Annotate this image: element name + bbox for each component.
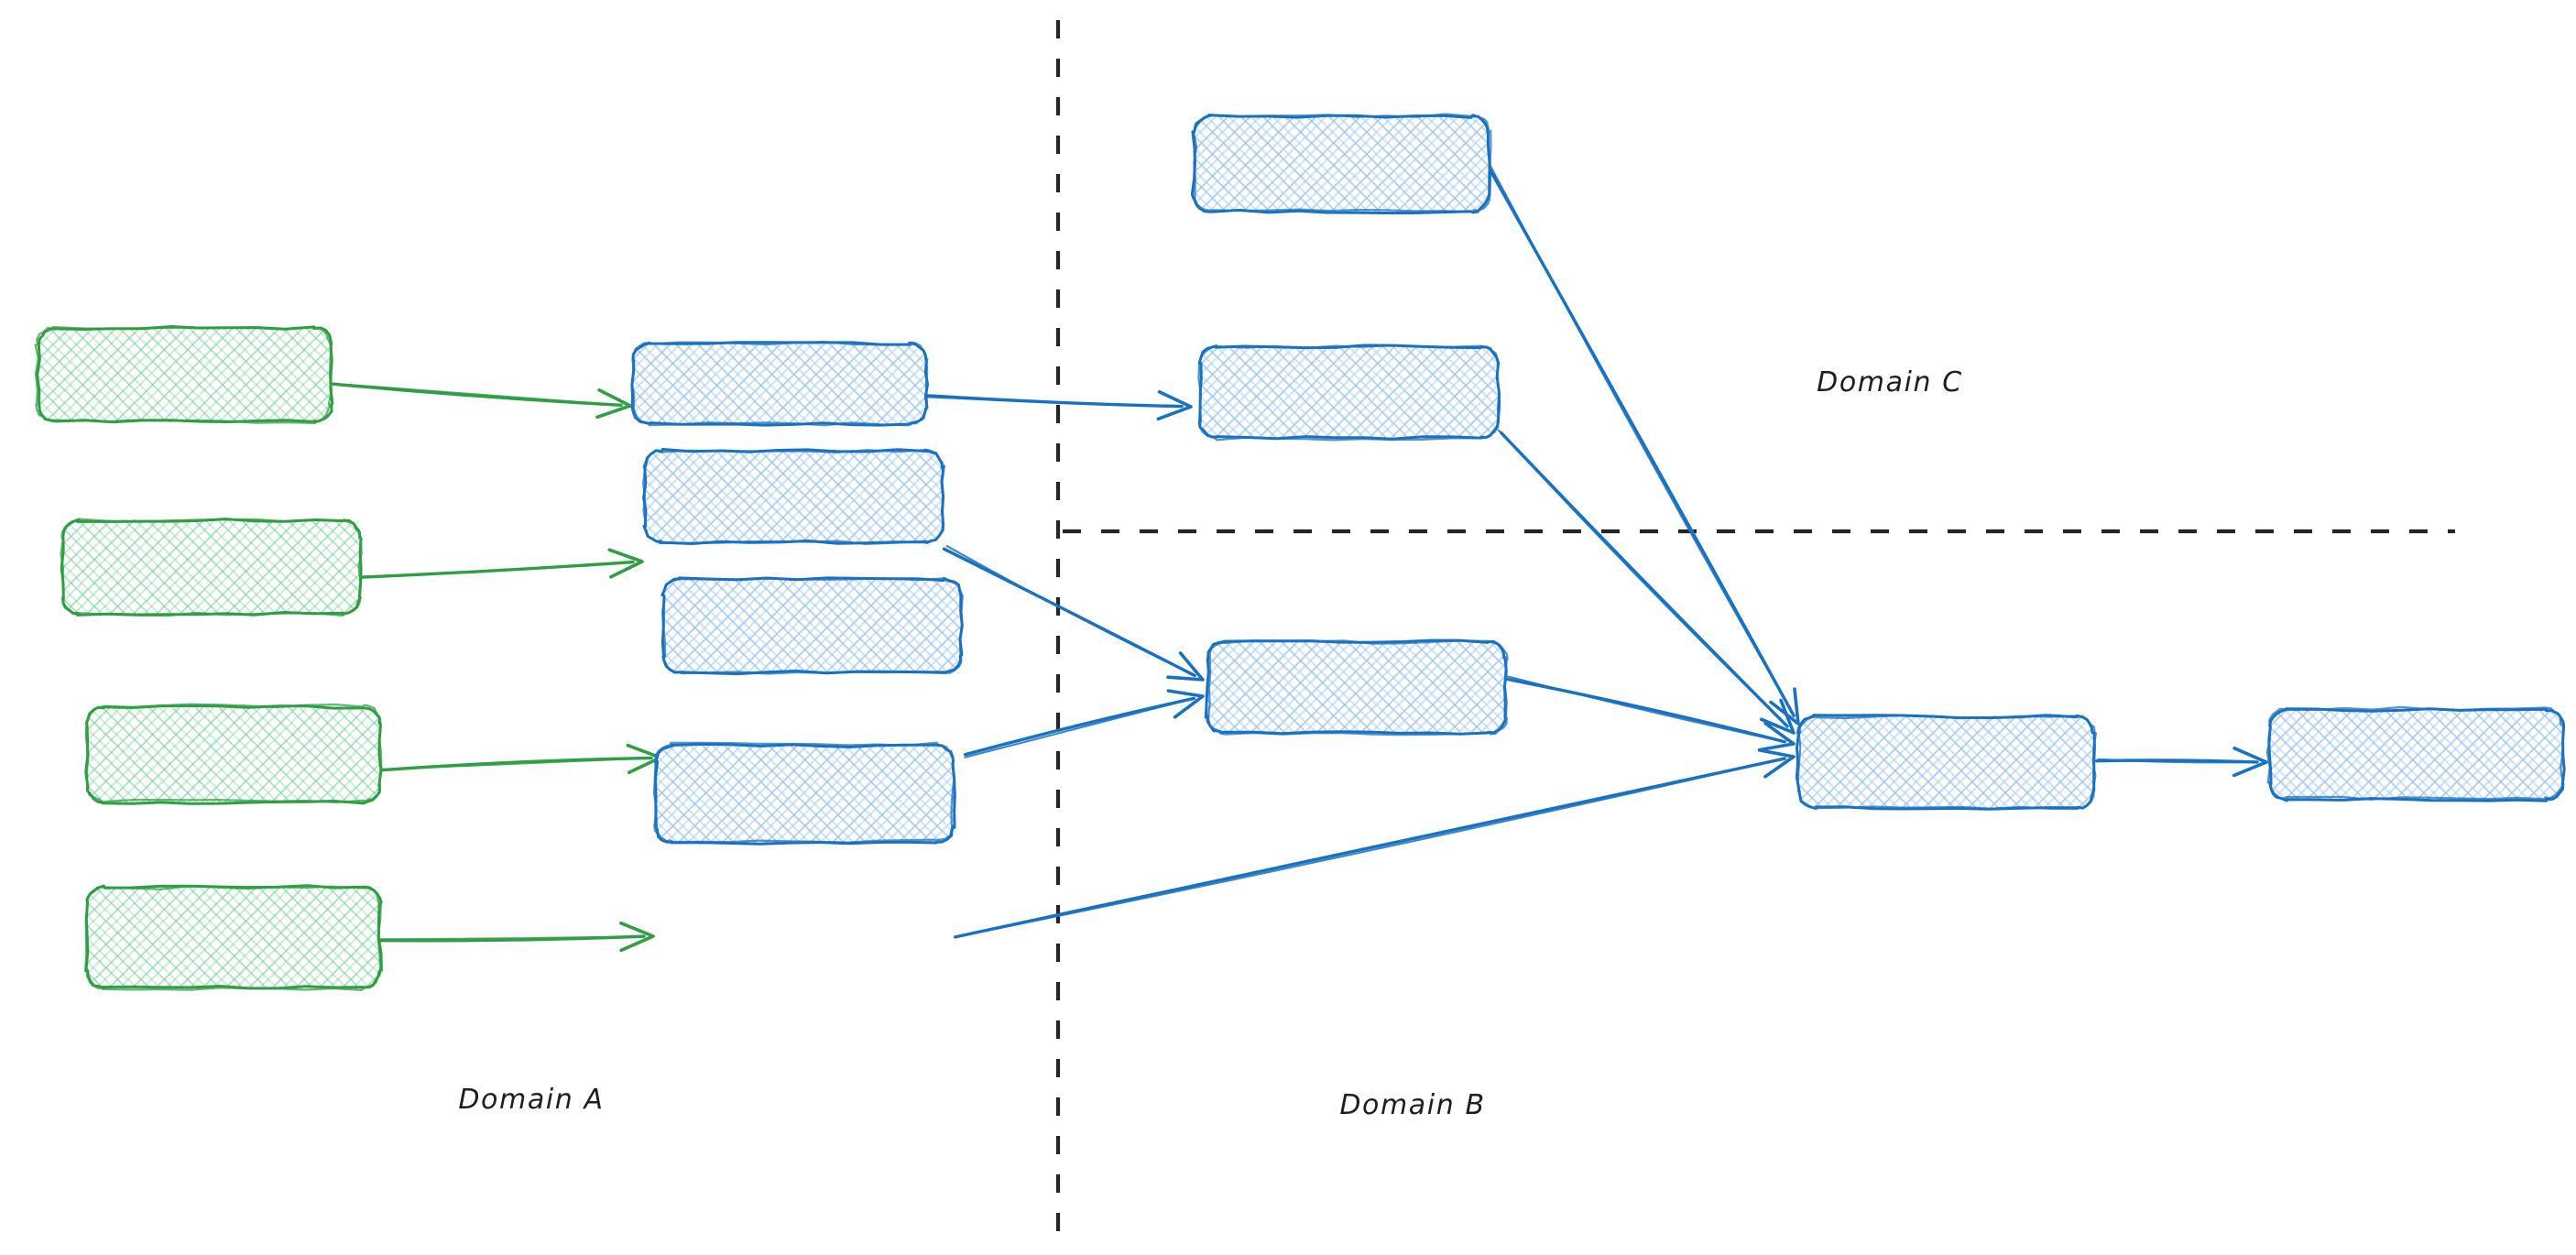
node-b2[interactable] [641, 448, 945, 545]
label-domain-b: Domain B [1339, 1089, 1485, 1121]
edge-a4-to-b4 [377, 921, 655, 953]
edge-b2-to-c3 [942, 544, 1205, 682]
node-a4[interactable] [84, 884, 383, 991]
edge-b1-to-c2 [925, 390, 1193, 421]
node-a1[interactable] [34, 325, 334, 424]
dividers-layer [1055, 20, 2455, 1239]
edge-c2-to-d1 [1497, 429, 1796, 735]
edge-a1-to-b1 [331, 382, 632, 420]
node-c1[interactable] [1190, 113, 1492, 214]
label-domain-a: Domain A [458, 1084, 604, 1116]
edge-c3-to-d1 [1504, 674, 1796, 752]
edge-b3-to-c3 [964, 689, 1205, 758]
node-b1[interactable] [630, 341, 929, 427]
node-b4[interactable] [652, 741, 956, 846]
edge-d1-to-d2 [2095, 747, 2268, 778]
edge-b4-to-d1 [954, 748, 1796, 939]
node-d1[interactable] [1795, 714, 2098, 811]
label-domain-c: Domain C [1817, 366, 1963, 398]
node-c3[interactable] [1204, 638, 1509, 737]
edge-a2-to-b2 [358, 548, 644, 579]
edges-layer [331, 162, 2268, 953]
edge-a3-to-b3 [378, 743, 662, 775]
node-a2[interactable] [60, 518, 363, 617]
nodes-layer [34, 113, 2566, 991]
node-c2[interactable] [1197, 344, 1501, 442]
node-d2[interactable] [2265, 705, 2566, 802]
node-a3[interactable] [84, 703, 383, 805]
edge-c1-to-d1 [1487, 162, 1800, 726]
labels-layer: Domain A Domain B Domain C [458, 366, 1963, 1121]
node-b3[interactable] [660, 576, 964, 676]
